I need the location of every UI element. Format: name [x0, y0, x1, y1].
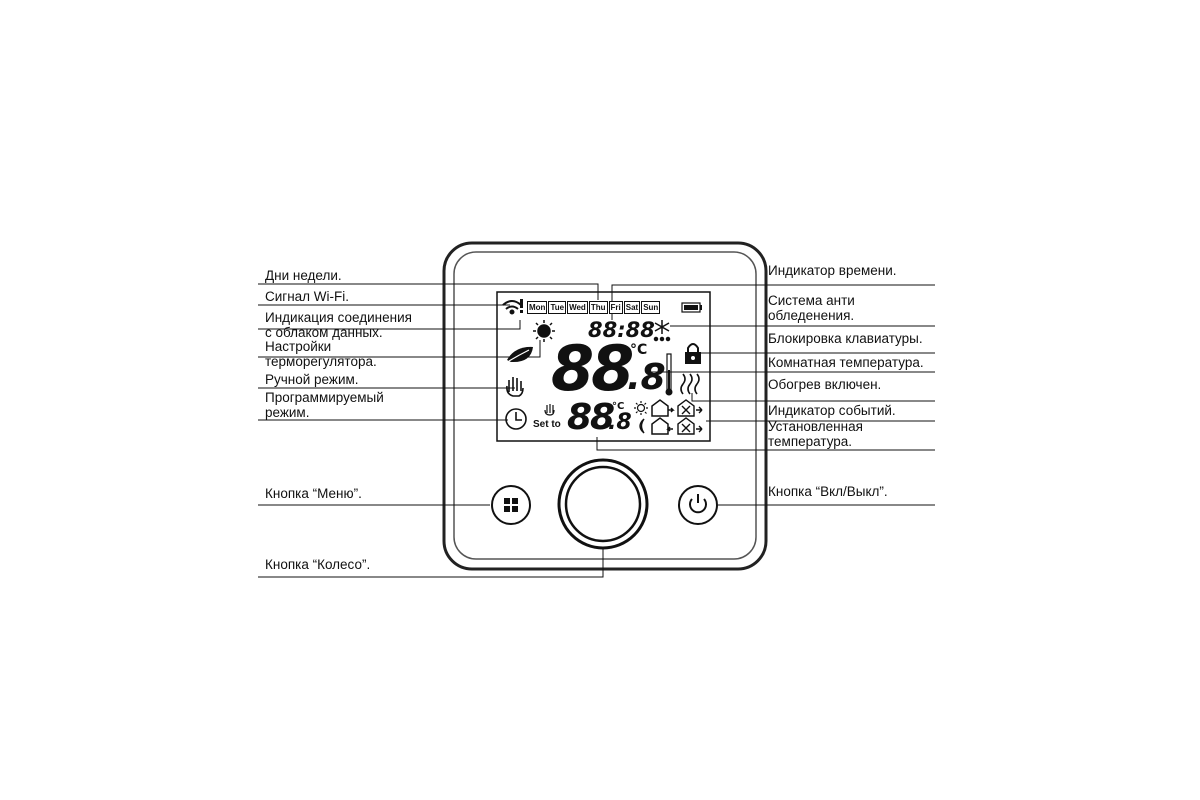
callout-power-button: Кнопка “Вкл/Выкл”.	[768, 484, 888, 499]
day-thu: Thu	[588, 301, 608, 314]
set-temp-decimal: .8	[608, 410, 632, 435]
day-wed: Wed	[567, 301, 588, 314]
callout-program-line2: режим.	[265, 405, 310, 420]
callout-set-temp-line2: температура.	[768, 434, 853, 449]
room-temp-decimal: .8	[627, 357, 666, 398]
leader-lines-left	[258, 283, 604, 578]
callout-wifi: Сигнал Wi-Fi.	[265, 289, 350, 304]
callout-events: Индикатор событий.	[768, 403, 896, 418]
hand-icon	[506, 377, 524, 397]
day-sat: Sat	[623, 301, 641, 314]
moon-icon	[639, 418, 645, 434]
leaf-icon	[507, 346, 533, 363]
home-in-icon	[651, 399, 675, 435]
snowflake-icon	[653, 320, 671, 342]
cloud-alert-icon	[520, 299, 523, 313]
wheel-button[interactable]	[557, 458, 649, 550]
device-housing-inner	[453, 251, 757, 560]
room-temp-digits: 88	[551, 332, 634, 405]
callout-settings: Настройки терморегулятора.	[265, 339, 377, 369]
day-tue: Tue	[548, 301, 567, 314]
home-out-icon	[677, 399, 703, 435]
clock-digits: 88:88	[588, 318, 655, 342]
callout-cloud-line1: Индикация соединения	[265, 310, 412, 325]
sun-icon	[533, 320, 555, 342]
set-to-label: Set to	[533, 419, 561, 430]
callout-program: Программируемый режим.	[265, 390, 384, 420]
day-row: Mon Tue Wed Thu Fri Sat Sun	[527, 301, 661, 314]
day-fri: Fri	[608, 301, 623, 314]
lcd-screen	[496, 291, 711, 442]
day-mon: Mon	[527, 301, 548, 314]
room-temp-unit: °C	[630, 342, 648, 358]
menu-button[interactable]	[491, 485, 531, 525]
menu-grid-icon	[504, 498, 518, 512]
clock-icon	[505, 408, 527, 430]
callout-set-temp-line1: Установленная	[768, 419, 863, 434]
thermometer-icon	[665, 353, 673, 396]
callout-manual: Ручной режим.	[265, 372, 359, 387]
callout-program-line1: Программируемый	[265, 390, 384, 405]
callout-cloud: Индикация соединения с облаком данных.	[265, 310, 412, 340]
device-housing-outer	[442, 241, 768, 571]
callout-days: Дни недели.	[265, 268, 342, 283]
wifi-icon	[502, 300, 522, 315]
callout-menu-button: Кнопка “Меню”.	[265, 486, 362, 501]
heat-waves-icon	[680, 373, 700, 395]
power-button[interactable]	[678, 485, 718, 525]
callout-room-temp: Комнатная температура.	[768, 355, 924, 370]
callout-keylock: Блокировка клавиатуры.	[768, 331, 923, 346]
battery-icon	[681, 302, 702, 313]
callout-wheel-button: Кнопка “Колесо”.	[265, 557, 371, 572]
callout-antifreeze-line1: Система анти	[768, 293, 855, 308]
callout-settings-line2: терморегулятора.	[265, 354, 377, 369]
hand-small-icon	[544, 404, 555, 416]
day-sun: Sun	[641, 301, 661, 314]
callout-antifreeze: Система анти обледенения.	[768, 293, 855, 323]
callout-heating: Обогрев включен.	[768, 377, 882, 392]
lock-icon	[685, 343, 701, 364]
set-temp-unit: °C	[612, 401, 625, 412]
set-temp-digits: 88	[567, 397, 615, 438]
sun-small-icon	[634, 401, 648, 415]
callout-set-temp: Установленная температура.	[768, 419, 863, 449]
callout-cloud-line2: с облаком данных.	[265, 325, 383, 340]
leader-lines-right	[596, 284, 935, 506]
callout-time: Индикатор времени.	[768, 263, 897, 278]
callout-settings-line1: Настройки	[265, 339, 332, 354]
power-icon	[689, 494, 707, 514]
callout-antifreeze-line2: обледенения.	[768, 308, 855, 323]
